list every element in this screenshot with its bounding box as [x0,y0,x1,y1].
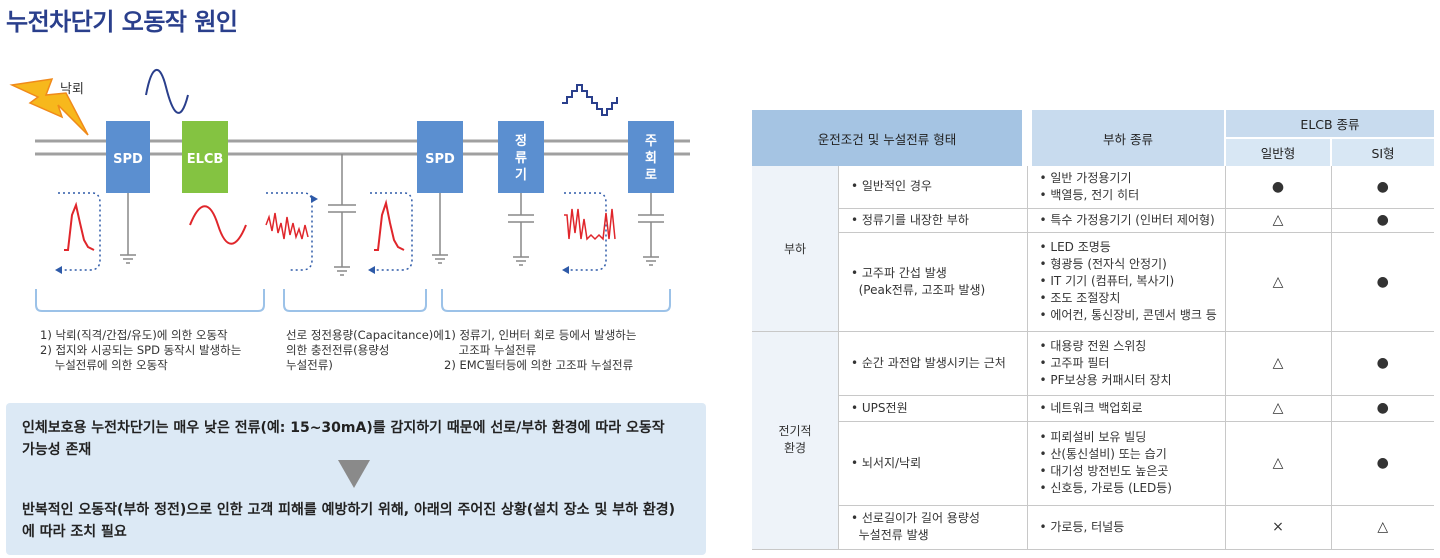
note-line: 의한 충전전류(용량성 [286,343,390,357]
leakage-diagram: 낙뢰 SPD ELCB SPD 정 류 기 주 회 로 [9,68,690,312]
bracket-2 [283,289,427,312]
current-loop-1 [58,192,101,271]
main-circuit-label-1: 주 [645,134,657,149]
note-line: 2) 접지와 시공되는 SPD 동작시 발생하는 [40,343,242,357]
elcb-box [182,121,228,193]
general-mark: △ [1225,208,1332,233]
summary-text-2: 반복적인 오동작(부하 정전)으로 인한 고객 피해를 예방하기 위해, 아래의… [22,502,675,540]
condition-cell: • 뇌서지/낙뢰 [838,421,1028,506]
rectifier-label-1: 정 [515,133,527,149]
si-mark: ● [1331,166,1434,209]
condition-cell: • 고주파 간섭 발생 (Peak전류, 고조파 발생) [838,232,1028,332]
category-load: 부하 [752,166,839,332]
lightning-label: 낙뢰 [60,82,84,97]
condition-cell: • 일반적인 경우 [838,166,1028,209]
load-cell: • 가로등, 터널등 [1027,505,1226,550]
condition-cell: • UPS전원 [838,395,1028,422]
header-si: SI형 [1331,138,1434,166]
impulse-wave-2 [374,199,405,251]
load-cell: • 네트워크 백업회로 [1027,395,1226,422]
bracket-3 [441,289,671,312]
capacitor-icon-2 [508,193,534,266]
main-circuit-label-2: 회 [645,150,657,166]
note-line: 1) 낙뢰(직격/간접/유도)에 의한 오동작 [40,328,228,342]
note-line: 고조파 누설전류 [444,343,537,357]
header-load: 부하 종류 [1027,110,1226,166]
si-mark: ● [1331,208,1434,233]
bracket-1 [35,289,265,312]
spd-label-1: SPD [113,152,143,167]
table-row: • UPS전원 • 네트워크 백업회로 △ ● [752,395,1434,422]
notes-group-1: 1) 낙뢰(직격/간접/유도)에 의한 오동작 2) 접지와 시공되는 SPD … [40,328,241,373]
note-line: 누설전류) [286,358,333,372]
table-row: 부하 • 일반적인 경우 • 일반 가정용기기• 백열등, 전기 히터 ● ● [752,166,1434,332]
header-condition: 운전조건 및 누설전류 형태 [752,110,1032,166]
capacitor-icon-3 [638,193,664,266]
noise-wave-1 [265,212,309,240]
note-line: 선로 정전용량(Capacitance)에 [286,328,444,342]
notes-group-3: 1) 정류기, 인버터 회로 등에서 발생하는 고조파 누설전류 2) EMC필… [444,328,636,373]
table-row: • 정류기를 내장한 부하 • 특수 가정용기기 (인버터 제어형) △ ● [752,208,1434,233]
elcb-label: ELCB [187,152,224,167]
table-row: • 선로길이가 길어 용량성 누설전류 발생 • 가로등, 터널등 × △ [752,505,1434,550]
current-loop-2 [266,192,313,271]
header-elcb: ELCB 종류 [1225,110,1434,139]
spd-label-2: SPD [425,152,455,167]
sine-wave-icon [145,68,189,114]
general-mark: ● [1225,166,1332,209]
summary-text-1: 인체보호용 누전차단기는 매우 낮은 전류(예: 15~30mA)를 감지하기 … [22,420,665,458]
category-env: 전기적 환경 [752,331,839,550]
spd-box-1 [106,121,150,193]
si-mark: △ [1331,505,1434,550]
rectifier-label-2: 류 [515,151,527,166]
general-mark: △ [1225,395,1332,422]
summary-box: 인체보호용 누전차단기는 매우 낮은 전류(예: 15~30mA)를 감지하기 … [6,403,706,555]
table-row: 전기적 환경 • 순간 과전압 발생시키는 근처 • 대용량 전원 스위칭• 고… [752,331,1434,550]
sine-wave-red [189,205,247,245]
main-circuit-box [628,121,674,193]
si-mark: ● [1331,331,1434,396]
load-cell: • LED 조명등• 형광등 (전자식 안정기)• IT 기기 (컴퓨터, 복사… [1027,232,1226,332]
table-row: • 뇌서지/낙뢰 • 피뢰설비 보유 빌딩• 산(통신설비) 또는 습기• 대기… [752,421,1434,506]
load-cell: • 특수 가정용기기 (인버터 제어형) [1027,208,1226,233]
general-mark: △ [1225,232,1332,332]
capacitor-icon-1 [328,154,356,276]
down-arrow-icon [338,460,370,488]
impulse-wave-1 [64,201,95,251]
table-row: • 고주파 간섭 발생 (Peak전류, 고조파 발생) • LED 조명등• … [752,232,1434,332]
spd-box-2 [417,121,463,193]
ground-icon-2 [432,193,448,264]
note-line: 1) 정류기, 인버터 회로 등에서 발생하는 [444,328,637,342]
main-circuit-label-3: 로 [645,168,657,183]
load-cell: • 일반 가정용기기• 백열등, 전기 히터 [1027,166,1226,209]
general-mark: × [1225,505,1332,550]
header-general: 일반형 [1225,138,1332,166]
rectifier-label-3: 기 [515,168,527,183]
page-title: 누전차단기 오동작 원인 [6,8,238,36]
notes-group-2: 선로 정전용량(Capacitance)에 의한 충전전류(용량성 누설전류) [286,328,444,373]
note-line: 누설전류에 의한 오동작 [40,358,168,372]
lightning-icon [9,78,89,136]
ground-icon-1 [120,193,136,264]
harmonic-wave [564,208,616,241]
si-mark: ● [1331,421,1434,506]
si-mark: ● [1331,395,1434,422]
load-cell: • 피뢰설비 보유 빌딩• 산(통신설비) 또는 습기• 대기성 방전빈도 높은… [1027,421,1226,506]
load-cell: • 대용량 전원 스위칭• 고주파 필터• PF보상용 커패시터 장치 [1027,331,1226,396]
note-line: 2) EMC필터등에 의한 고조파 누설전류 [444,358,634,372]
general-mark: △ [1225,331,1332,396]
elcb-table: 운전조건 및 누설전류 형태 부하 종류 ELCB 종류 일반형 SI형 부하 … [752,110,1434,550]
si-mark: ● [1331,232,1434,332]
step-wave-icon [562,84,618,116]
condition-cell: • 선로길이가 길어 용량성 누설전류 발생 [838,505,1028,550]
rectifier-box [498,121,544,193]
general-mark: △ [1225,421,1332,506]
condition-cell: • 순간 과전압 발생시키는 근처 [838,331,1028,396]
condition-cell: • 정류기를 내장한 부하 [838,208,1028,233]
